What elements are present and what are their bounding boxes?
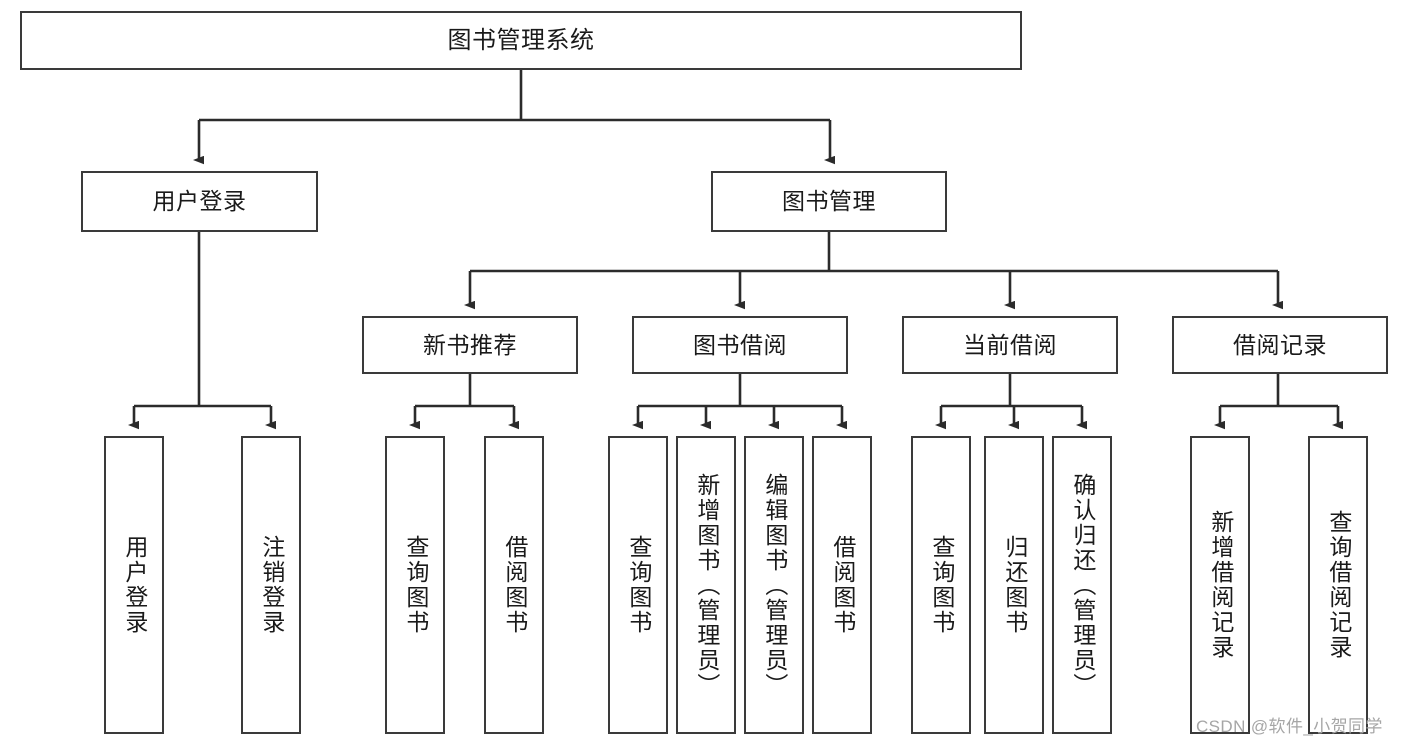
leaf-add-borrow-record[interactable]: 新增借阅记录 [1190,436,1250,734]
node-user-login[interactable]: 用户登录 [81,171,318,232]
leaf-user-logout[interactable]: 注销登录 [241,436,301,734]
node-label: 查询图书 [928,535,955,635]
leaf-return-book[interactable]: 归还图书 [984,436,1044,734]
leaf-edit-book-admin[interactable]: 编辑图书（管理员） [744,436,804,734]
node-label: 借阅图书 [829,535,856,635]
leaf-query-book-recommend[interactable]: 查询图书 [385,436,445,734]
node-label: 图书管理系统 [447,26,595,54]
node-root-system[interactable]: 图书管理系统 [20,11,1022,70]
node-label: 新增图书（管理员） [693,472,720,698]
node-label: 查询图书 [625,535,652,635]
leaf-query-borrow-record[interactable]: 查询借阅记录 [1308,436,1368,734]
leaf-query-book-borrow[interactable]: 查询图书 [608,436,668,734]
node-label: 用户登录 [121,535,148,635]
leaf-confirm-return-admin[interactable]: 确认归还（管理员） [1052,436,1112,734]
node-book-manage[interactable]: 图书管理 [711,171,947,232]
leaf-user-login[interactable]: 用户登录 [104,436,164,734]
node-new-book-recommend[interactable]: 新书推荐 [362,316,578,374]
leaf-borrow-book-recommend[interactable]: 借阅图书 [484,436,544,734]
leaf-add-book-admin[interactable]: 新增图书（管理员） [676,436,736,734]
node-label: 新增借阅记录 [1207,510,1234,660]
node-label: 归还图书 [1001,535,1028,635]
csdn-watermark: CSDN @软件_小贺同学 [1196,717,1383,736]
node-label: 图书管理 [782,188,876,215]
node-book-borrow[interactable]: 图书借阅 [632,316,848,374]
node-label: 借阅记录 [1233,331,1327,358]
node-label: 当前借阅 [963,331,1057,358]
leaf-query-book-current[interactable]: 查询图书 [911,436,971,734]
node-label: 查询借阅记录 [1325,510,1352,660]
node-label: 用户登录 [152,188,247,215]
node-label: 注销登录 [258,535,285,635]
node-borrow-record[interactable]: 借阅记录 [1172,316,1388,374]
node-current-borrow[interactable]: 当前借阅 [902,316,1118,374]
node-label: 图书借阅 [693,331,787,358]
node-label: 编辑图书（管理员） [761,472,788,698]
node-label: 借阅图书 [501,535,528,635]
node-label: 查询图书 [402,535,429,635]
node-label: 新书推荐 [423,331,517,358]
leaf-borrow-book[interactable]: 借阅图书 [812,436,872,734]
node-label: 确认归还（管理员） [1069,472,1096,698]
